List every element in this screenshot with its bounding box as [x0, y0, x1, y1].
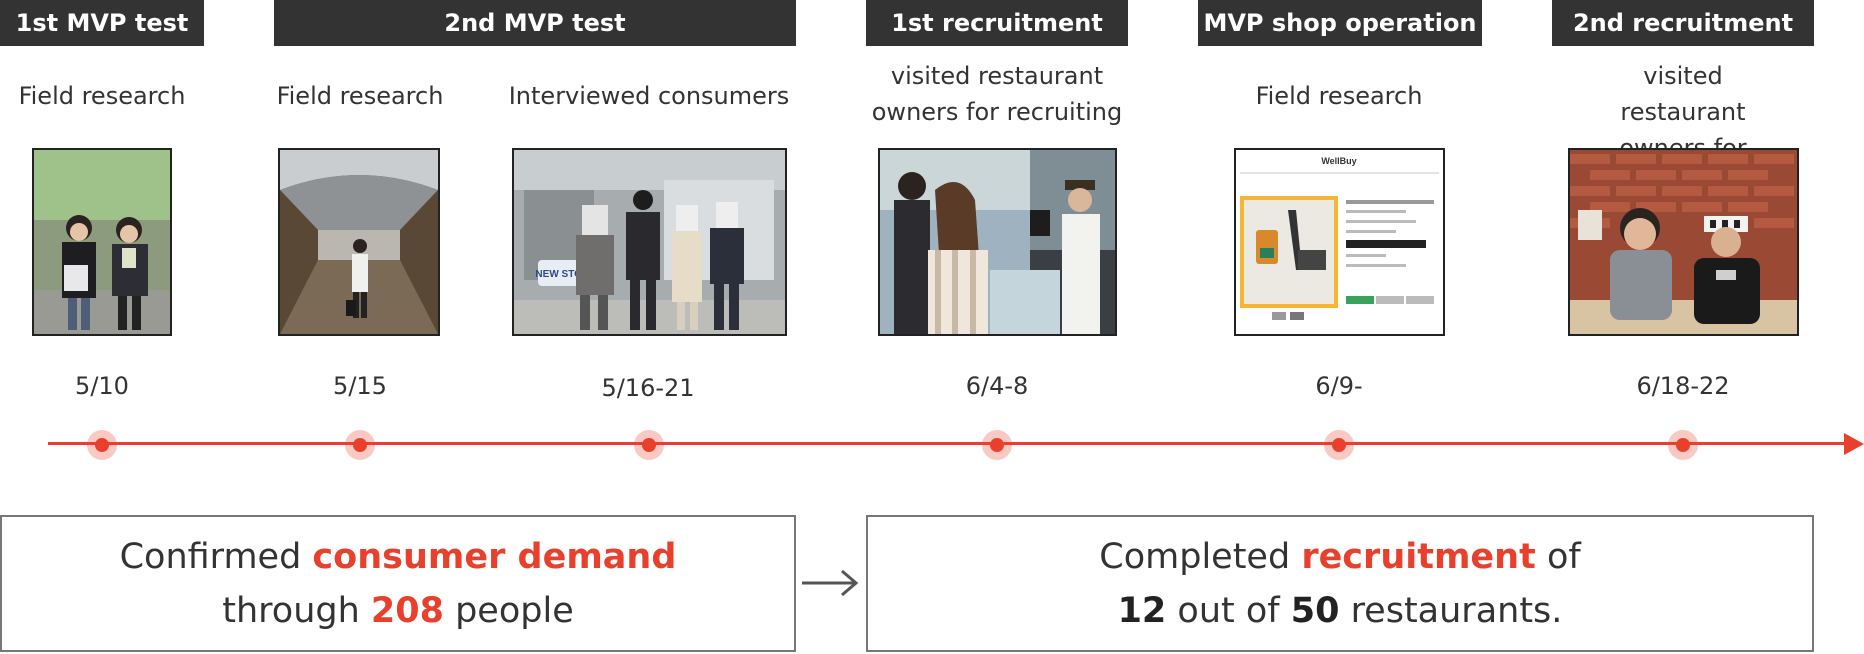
- date-label: 6/9-: [1315, 372, 1363, 400]
- photo-mvp-shop-page: WellBuy: [1234, 148, 1445, 336]
- date-label: 5/16-21: [601, 374, 695, 402]
- activity-label: Field research: [1255, 82, 1423, 110]
- summary-number: 50: [1290, 590, 1340, 631]
- date-label: 6/4-8: [965, 372, 1029, 400]
- activity-label: Field research: [276, 82, 444, 110]
- summary-highlight: recruitment: [1301, 536, 1536, 577]
- summary-text: of: [1535, 536, 1581, 577]
- summary-text: restaurants.: [1339, 590, 1563, 631]
- activity-label: visited restaurant owners for recruiting: [871, 62, 1123, 126]
- shop-brand-text: WellBuy: [1321, 156, 1356, 166]
- summary-box-consumer-demand: Confirmed consumer demand through 208 pe…: [0, 515, 796, 652]
- phase-2nd-mvp-test: 2nd MVP test: [274, 0, 796, 46]
- summary-text: Completed: [1099, 536, 1302, 577]
- flow-arrow-icon: [802, 569, 859, 597]
- photo-field-research-1: [32, 148, 172, 336]
- timeline-dot: [1324, 430, 1354, 460]
- activity-label: Field research: [18, 82, 186, 110]
- summary-line: Confirmed consumer demand: [120, 530, 677, 584]
- sign-text: NEW STOP: [535, 269, 588, 280]
- summary-text: people: [443, 590, 574, 631]
- timeline-dot: [87, 430, 117, 460]
- timeline-dot: [634, 430, 664, 460]
- summary-text: out of: [1166, 590, 1291, 631]
- summary-text: Confirmed: [119, 536, 313, 577]
- photo-recruitment-2: [1568, 148, 1799, 336]
- phase-1st-mvp-test: 1st MVP test: [0, 0, 204, 46]
- summary-line: 12 out of 50 restaurants.: [1118, 584, 1563, 638]
- timeline-dot: [1668, 430, 1698, 460]
- phase-2nd-recruitment: 2nd recruitment: [1552, 0, 1814, 46]
- timeline-arrowhead-icon: [1844, 433, 1864, 455]
- summary-text: through: [222, 590, 371, 631]
- summary-number: 12: [1117, 590, 1167, 631]
- summary-line: through 208 people: [222, 584, 573, 638]
- photo-interviewed-consumers: NEW STOP: [512, 148, 787, 336]
- date-label: 6/18-22: [1636, 372, 1730, 400]
- summary-box-recruitment: Completed recruitment of 12 out of 50 re…: [866, 515, 1814, 652]
- photo-recruitment-1: [878, 148, 1117, 336]
- summary-highlight: 208: [370, 590, 444, 631]
- phase-mvp-shop-operation: MVP shop operation: [1198, 0, 1482, 46]
- phase-1st-recruitment: 1st recruitment: [866, 0, 1128, 46]
- timeline-dot: [345, 430, 375, 460]
- activity-label: Interviewed consumers: [508, 82, 790, 110]
- summary-highlight: consumer demand: [312, 536, 677, 577]
- date-label: 5/15: [333, 372, 387, 400]
- summary-line: Completed recruitment of: [1099, 530, 1580, 584]
- date-label: 5/10: [75, 372, 129, 400]
- timeline-dot: [982, 430, 1012, 460]
- timeline-axis: [48, 442, 1846, 445]
- photo-field-research-2: [278, 148, 440, 336]
